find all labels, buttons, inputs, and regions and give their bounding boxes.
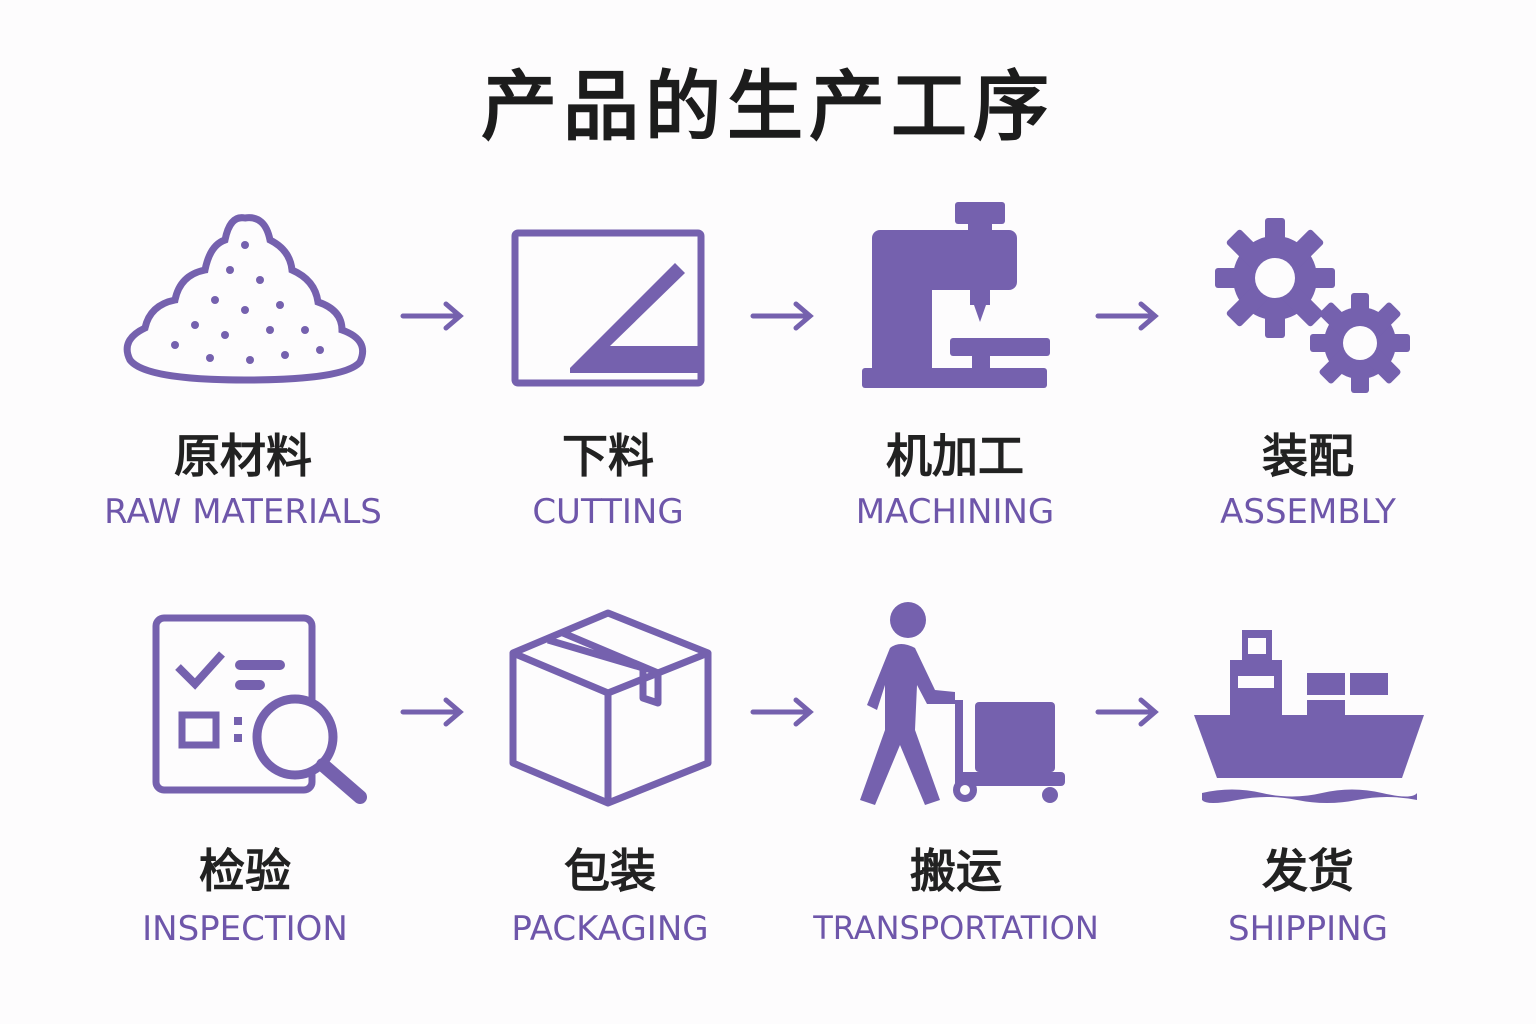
drill-press-icon xyxy=(862,202,1050,388)
step-label-en: TRANSPORTATION xyxy=(813,909,1099,947)
gears-icon xyxy=(1215,218,1410,393)
arrow-right-icon xyxy=(750,697,814,727)
inspection-icon xyxy=(152,614,367,804)
arrow-right-icon xyxy=(400,697,464,727)
step-label-en: MACHINING xyxy=(855,492,1055,532)
step-label-cn: 检验 xyxy=(199,844,291,898)
step-label-en: ASSEMBLY xyxy=(1220,492,1396,532)
page-title: 产品的生产工序 xyxy=(481,62,1055,151)
cutting-icon xyxy=(511,229,705,387)
step-label-en: RAW MATERIALS xyxy=(104,492,382,532)
step-label-cn: 包装 xyxy=(564,844,656,898)
step-label-cn: 原材料 xyxy=(174,429,312,483)
step-label-cn: 搬运 xyxy=(910,844,1002,898)
step-label-cn: 装配 xyxy=(1262,429,1354,483)
arrow-right-icon xyxy=(1095,301,1159,331)
step-label-en: INSPECTION xyxy=(142,909,348,949)
powder-pile-icon xyxy=(123,214,367,384)
arrow-right-icon xyxy=(750,301,814,331)
step-label-cn: 下料 xyxy=(562,429,654,483)
cargo-ship-icon xyxy=(1194,630,1424,803)
arrow-right-icon xyxy=(1095,697,1159,727)
step-label-en: SHIPPING xyxy=(1228,909,1388,949)
step-label-en: CUTTING xyxy=(532,492,684,532)
step-label-cn: 发货 xyxy=(1262,844,1354,898)
step-label-cn: 机加工 xyxy=(886,429,1024,483)
pallet-jack-icon xyxy=(860,602,1065,805)
box-icon xyxy=(509,609,712,807)
arrow-right-icon xyxy=(400,301,464,331)
step-label-en: PACKAGING xyxy=(511,909,709,949)
